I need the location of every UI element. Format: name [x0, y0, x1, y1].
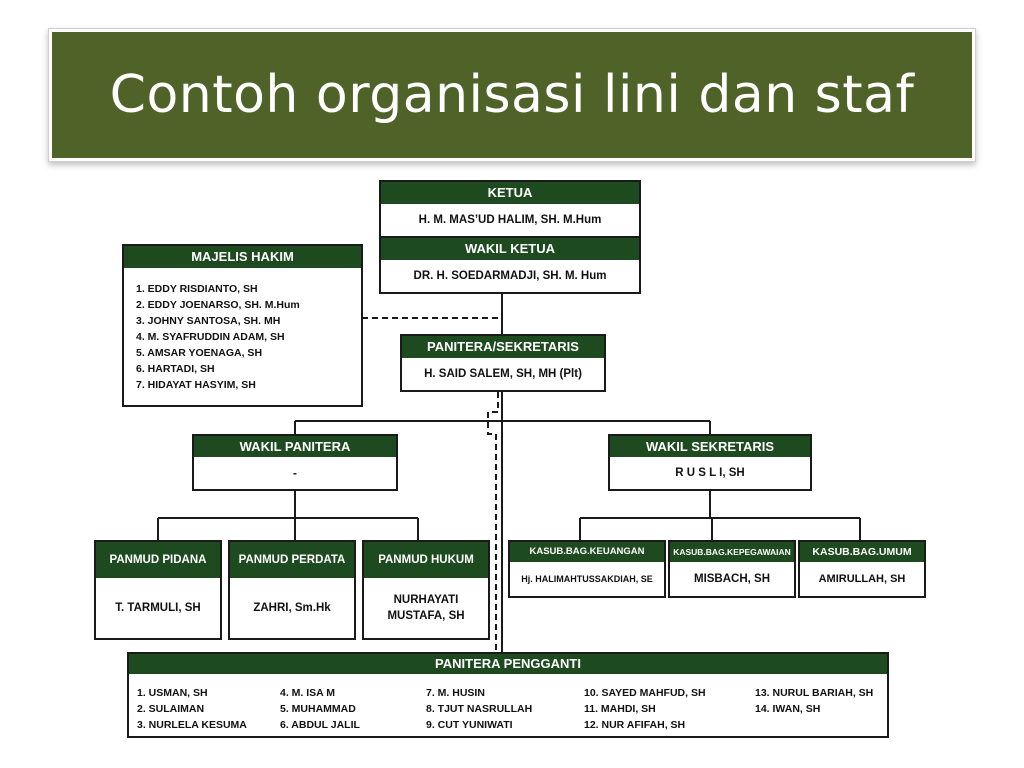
- wakil-panitera-header: WAKIL PANITERA: [194, 436, 396, 457]
- panitera-pengganti-header: PANITERA PENGGANTI: [129, 654, 887, 674]
- list-item: 3. NURLELA KESUMA: [137, 719, 247, 731]
- panitera-pengganti-col-2: 4. M. ISA M 5. MUHAMMAD 6. ABDUL JALIL: [280, 685, 360, 733]
- box-panitera-pengganti: PANITERA PENGGANTI 1. USMAN, SH 2. SULAI…: [127, 652, 889, 738]
- kasub-umum-name: AMIRULLAH, SH: [818, 573, 906, 585]
- list-item: 4. M. SYAFRUDDIN ADAM, SH: [136, 331, 285, 343]
- list-item: 2. EDDY JOENARSO, SH. M.Hum: [136, 299, 300, 311]
- wakil-sekretaris-header: WAKIL SEKRETARIS: [610, 436, 810, 457]
- panmud-perdata-header: PANMUD PERDATA: [230, 542, 354, 578]
- wakil-sekretaris-name: R U S L I, SH: [675, 467, 745, 479]
- majelis-hakim-list: 1. EDDY RISDIANTO, SH 2. EDDY JOENARSO, …: [124, 268, 361, 393]
- box-ketua: KETUA H. M. MAS’UD HALIM, SH. M.Hum: [379, 180, 641, 238]
- list-item: 2. SULAIMAN: [137, 703, 205, 715]
- panmud-pidana-header: PANMUD PIDANA: [96, 542, 220, 578]
- kasub-umum-header: KASUB.BAG.UMUM: [800, 542, 924, 562]
- list-item: 9. CUT YUNIWATI: [426, 719, 513, 731]
- box-wakil-sekretaris: WAKIL SEKRETARIS R U S L I, SH: [608, 434, 812, 491]
- panmud-hukum-name-line2: MUSTAFA, SH: [387, 610, 465, 622]
- panmud-hukum-name-line1: NURHAYATI: [393, 594, 459, 606]
- dashed-line-wakil-panitera: [487, 392, 499, 652]
- ketua-header: KETUA: [381, 182, 639, 204]
- box-panmud-pidana: PANMUD PIDANA T. TARMULI, SH: [94, 540, 222, 640]
- list-item: 6. HARTADI, SH: [136, 363, 215, 375]
- panitera-pengganti-col-5: 13. NURUL BARIAH, SH 14. IWAN, SH: [755, 685, 873, 717]
- kasub-keuangan-name: Hj. HALIMAHTUSSAKDIAH, SE: [521, 574, 653, 584]
- list-item: 13. NURUL BARIAH, SH: [755, 687, 874, 699]
- list-item: 11. MAHDI, SH: [584, 703, 656, 715]
- list-item: 1. USMAN, SH: [137, 687, 208, 699]
- list-item: 7. HIDAYAT HASYIM, SH: [136, 379, 256, 391]
- majelis-hakim-header: MAJELIS HAKIM: [124, 246, 361, 268]
- panitera-pengganti-col-3: 7. M. HUSIN 8. TJUT NASRULLAH 9. CUT YUN…: [426, 685, 532, 733]
- wakil-ketua-name: DR. H. SOEDARMADJI, SH. M. Hum: [413, 270, 607, 282]
- list-item: 6. ABDUL JALIL: [280, 719, 360, 731]
- panitera-pengganti-col-1: 1. USMAN, SH 2. SULAIMAN 3. NURLELA KESU…: [137, 685, 247, 733]
- box-panmud-hukum: PANMUD HUKUM NURHAYATI MUSTAFA, SH: [362, 540, 490, 640]
- box-panitera-sekretaris: PANITERA/SEKRETARIS H. SAID SALEM, SH, M…: [400, 334, 606, 392]
- list-item: 7. M. HUSIN: [426, 687, 485, 699]
- box-kasub-umum: KASUB.BAG.UMUM AMIRULLAH, SH: [798, 540, 926, 598]
- box-panmud-perdata: PANMUD PERDATA ZAHRI, Sm.Hk: [228, 540, 356, 640]
- slide-title: Contoh organisasi lini dan staf: [109, 65, 915, 125]
- list-item: 5. AMSAR YOENAGA, SH: [136, 347, 263, 359]
- wakil-ketua-header: WAKIL KETUA: [381, 238, 639, 260]
- panitera-sekretaris-name: H. SAID SALEM, SH, MH (Plt): [424, 368, 582, 380]
- panmud-hukum-header: PANMUD HUKUM: [364, 542, 488, 578]
- list-item: 12. NUR AFIFAH, SH: [584, 719, 686, 731]
- title-banner: Contoh organisasi lini dan staf: [52, 32, 972, 158]
- list-item: 8. TJUT NASRULLAH: [426, 703, 533, 715]
- box-wakil-ketua: WAKIL KETUA DR. H. SOEDARMADJI, SH. M. H…: [379, 236, 641, 294]
- list-item: 10. SAYED MAHFUD, SH: [584, 687, 706, 699]
- box-majelis-hakim: MAJELIS HAKIM 1. EDDY RISDIANTO, SH 2. E…: [122, 244, 363, 407]
- list-item: 3. JOHNY SANTOSA, SH. MH: [136, 315, 281, 327]
- list-item: 4. M. ISA M: [280, 687, 336, 699]
- wakil-panitera-name: -: [293, 466, 297, 480]
- panitera-sekretaris-header: PANITERA/SEKRETARIS: [402, 336, 604, 358]
- panitera-pengganti-col-4: 10. SAYED MAHFUD, SH 11. MAHDI, SH 12. N…: [584, 685, 706, 733]
- kasub-kepegawaian-header: KASUB.BAG.KEPEGAWAIAN: [670, 542, 794, 562]
- kasub-kepegawaian-name: MISBACH, SH: [693, 573, 771, 585]
- box-wakil-panitera: WAKIL PANITERA -: [192, 434, 398, 491]
- list-item: 5. MUHAMMAD: [280, 703, 356, 715]
- ketua-name: H. M. MAS’UD HALIM, SH. M.Hum: [418, 214, 602, 226]
- panmud-perdata-name: ZAHRI, Sm.Hk: [253, 602, 331, 614]
- list-item: 14. IWAN, SH: [755, 703, 821, 715]
- panmud-hukum-name: NURHAYATI MUSTAFA, SH: [364, 578, 488, 638]
- panmud-pidana-name: T. TARMULI, SH: [115, 602, 201, 614]
- box-kasub-kepegawaian: KASUB.BAG.KEPEGAWAIAN MISBACH, SH: [668, 540, 796, 598]
- list-item: 1. EDDY RISDIANTO, SH: [136, 283, 258, 295]
- box-kasub-keuangan: KASUB.BAG.KEUANGAN Hj. HALIMAHTUSSAKDIAH…: [508, 540, 666, 598]
- kasub-keuangan-header: KASUB.BAG.KEUANGAN: [510, 542, 664, 562]
